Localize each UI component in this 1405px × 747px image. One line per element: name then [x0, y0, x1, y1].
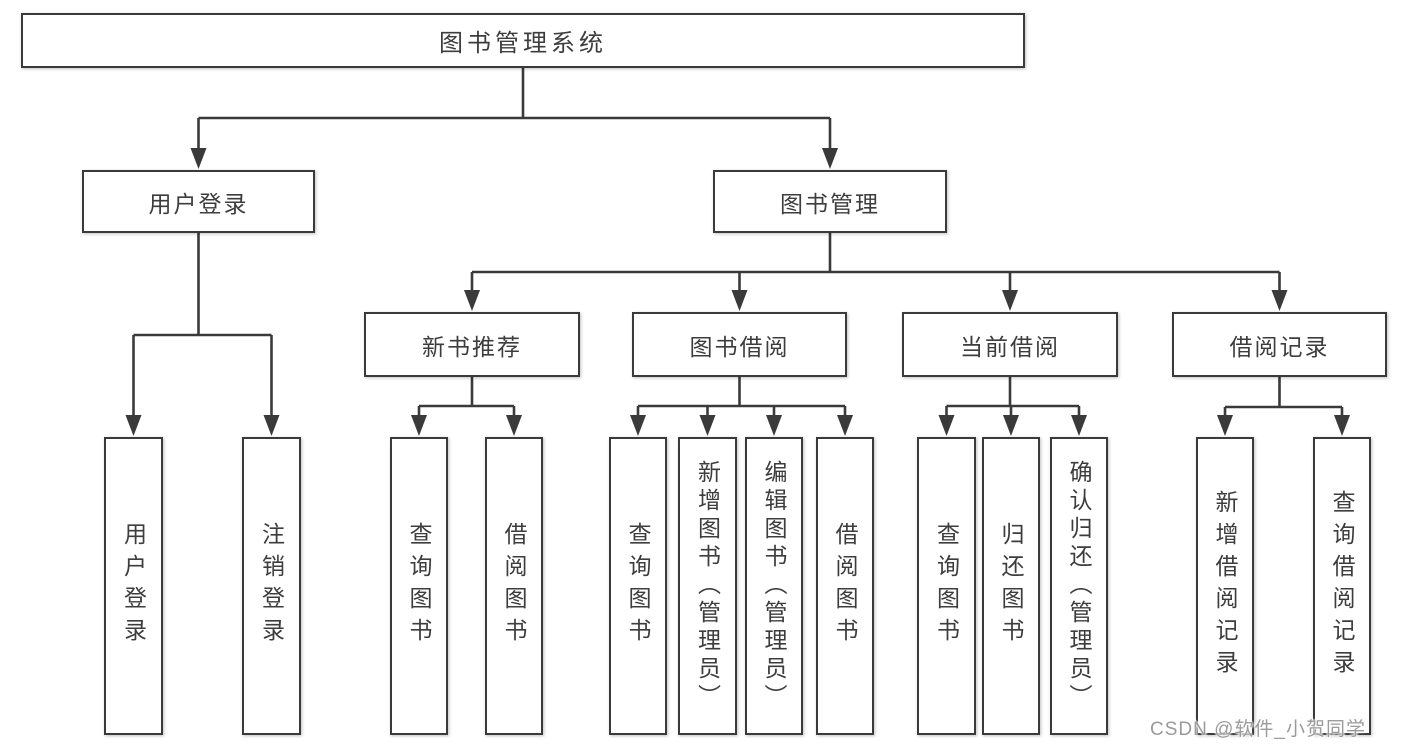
node-confirm-return: 确认归还（管理员）: [1050, 437, 1108, 735]
connector-new-book-recommend: [411, 377, 522, 436]
arrowhead-icon: [822, 148, 838, 169]
node-add-books: 新增图书（管理员）: [678, 437, 737, 735]
arrowhead-icon: [506, 415, 522, 436]
arrowhead-icon: [190, 148, 207, 169]
arrowhead-icon: [837, 415, 853, 436]
connector-root: [190, 68, 838, 169]
node-edit-books: 编辑图书（管理员）: [745, 437, 803, 735]
node-query-books-2: 查询图书: [609, 437, 667, 735]
node-book-management: 图书管理: [713, 170, 947, 233]
connector-book-management: [464, 233, 1288, 311]
arrowhead-icon: [938, 415, 955, 436]
arrowhead-icon: [1271, 290, 1288, 311]
connector-user-login: [125, 233, 280, 436]
arrowhead-icon: [1003, 415, 1019, 436]
node-borrow-books-1: 借阅图书: [485, 437, 543, 735]
arrowhead-icon: [1334, 415, 1350, 436]
connector-book-borrow: [630, 377, 853, 436]
node-borrow-records: 借阅记录: [1172, 312, 1387, 377]
node-user-login: 用户登录: [82, 170, 315, 233]
connector-borrow-records: [1217, 377, 1350, 436]
node-new-book-recommend: 新书推荐: [364, 312, 580, 377]
arrowhead-icon: [731, 290, 748, 311]
node-return-books: 归还图书: [982, 437, 1040, 735]
arrowhead-icon: [125, 415, 142, 436]
connector-current-borrow: [938, 377, 1087, 436]
node-query-borrow-record: 查询借阅记录: [1313, 437, 1371, 735]
arrowhead-icon: [1002, 290, 1018, 311]
arrowhead-icon: [263, 415, 280, 436]
node-borrow-books-2: 借阅图书: [816, 437, 874, 735]
arrowhead-icon: [766, 415, 782, 436]
arrowhead-icon: [1071, 415, 1087, 436]
watermark: CSDN @软件_小贺同学: [1150, 719, 1366, 740]
node-add-borrow-record: 新增借阅记录: [1196, 437, 1254, 735]
node-query-books-3: 查询图书: [917, 437, 976, 735]
arrowhead-icon: [630, 415, 646, 436]
node-logout-leaf: 注销登录: [242, 437, 301, 735]
node-current-borrow: 当前借阅: [902, 312, 1118, 377]
arrowhead-icon: [464, 290, 480, 311]
node-book-borrow: 图书借阅: [632, 312, 847, 377]
arrowhead-icon: [699, 415, 716, 436]
arrowhead-icon: [1217, 415, 1233, 436]
arrowhead-icon: [411, 415, 427, 436]
node-root: 图书管理系统: [21, 13, 1025, 68]
node-user-login-leaf: 用户登录: [104, 437, 163, 735]
node-query-books-1: 查询图书: [390, 437, 448, 735]
